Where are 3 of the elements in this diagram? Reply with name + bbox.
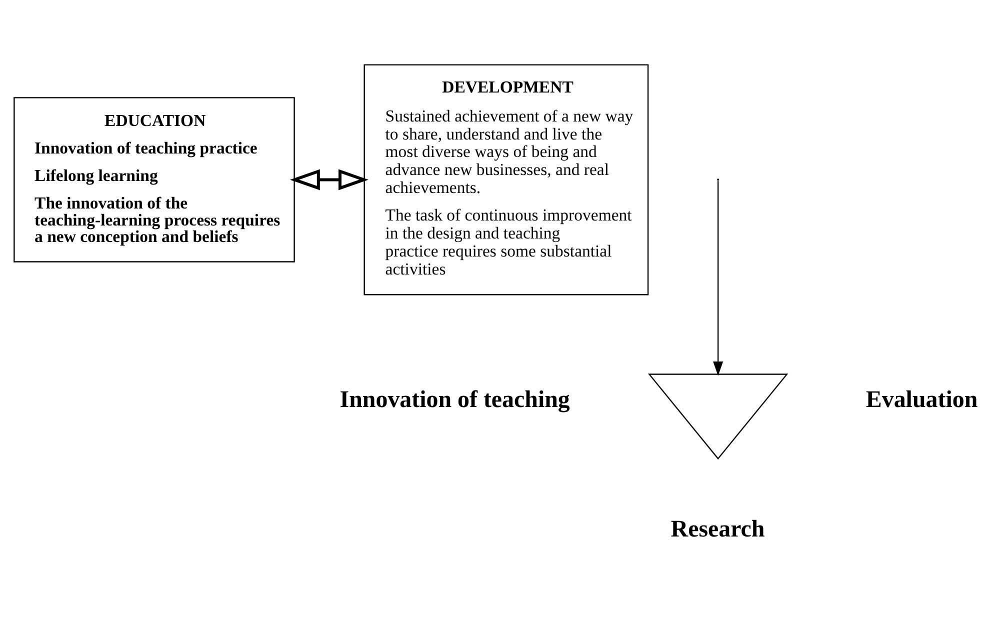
node-label: Research	[670, 516, 764, 542]
label: Evaluation	[865, 386, 978, 413]
label: Innovation of teaching	[339, 386, 570, 413]
